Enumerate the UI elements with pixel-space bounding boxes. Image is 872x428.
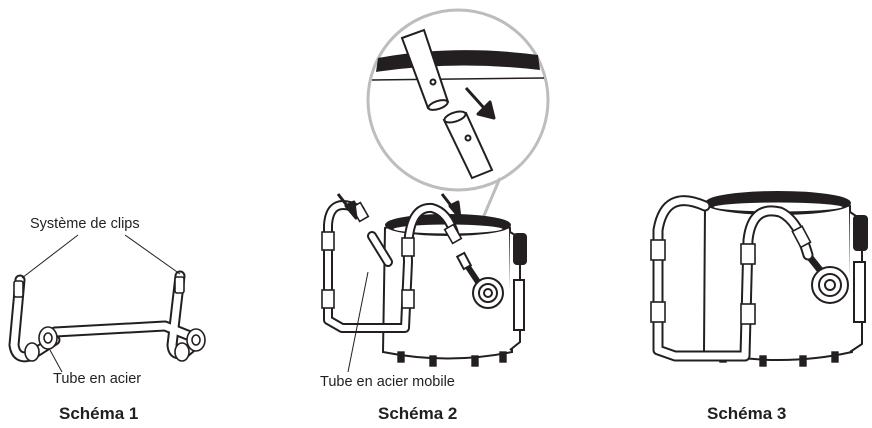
tube-couplings-3 [650,225,812,325]
steel-tubes-3 [652,195,814,362]
caption-diagram-3: Schéma 3 [707,404,787,423]
caption-diagram-2: Schéma 2 [378,404,458,423]
steel-tubes-2 [323,200,460,333]
label-steel-tube: Tube en acier [53,371,142,387]
tube-couplings-2 [321,201,463,309]
leader-lines-1 [21,234,181,373]
label-clip-system: Système de clips [30,216,140,232]
zoom-detail-circle [366,8,550,233]
leader-line-2 [347,271,369,373]
insert-arrows-2 [336,193,462,220]
label-mobile-steel-tube: Tube en acier mobile [320,374,455,390]
tube-joints-1 [13,276,206,362]
caption-diagram-1: Schéma 1 [59,404,139,423]
